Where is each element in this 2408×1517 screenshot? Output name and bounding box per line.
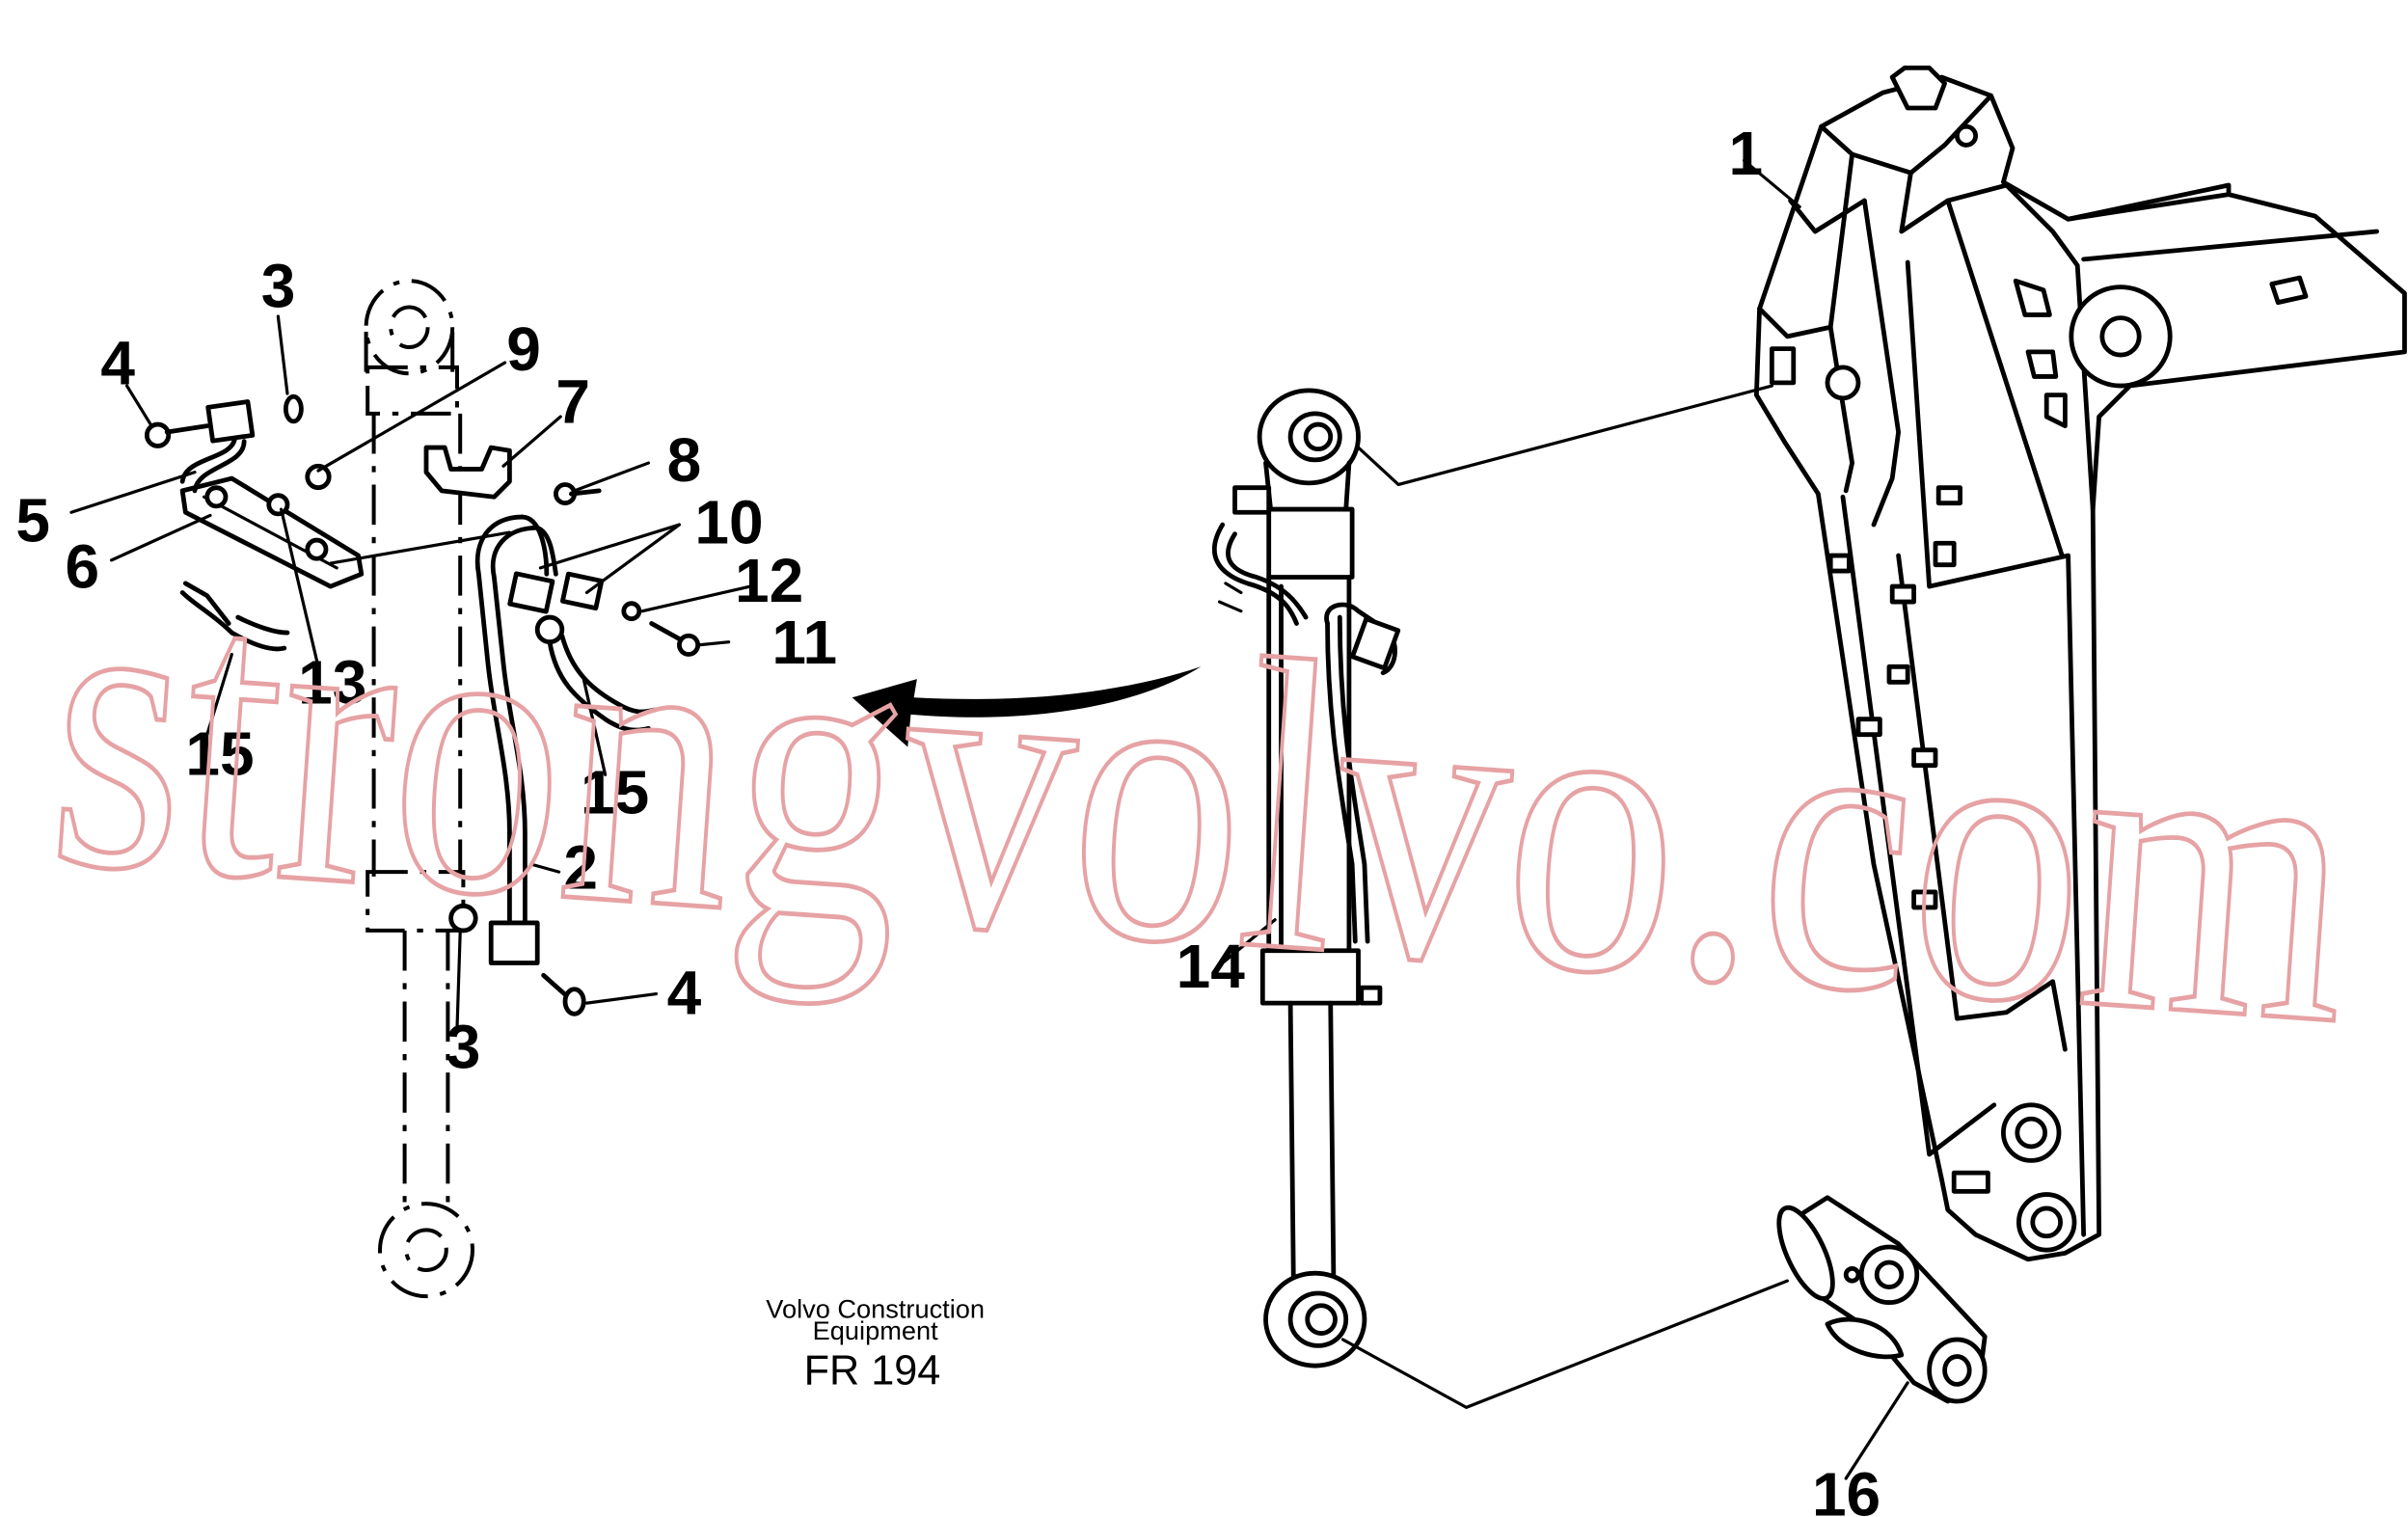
caption-line-2: Equipment (813, 1315, 938, 1345)
callout-12: 12 (735, 546, 803, 615)
boom-arm (1753, 66, 2407, 1262)
callout-16: 16 (1812, 1459, 1880, 1517)
callout-1: 1 (1729, 119, 1764, 188)
caption-line-1: Volvo Construction (766, 1294, 985, 1324)
connection-lines (1221, 158, 1909, 1480)
callout-9: 9 (506, 314, 541, 384)
callout-15-left: 15 (185, 718, 254, 788)
arrow-left-icon (852, 666, 1202, 747)
callout-2: 2 (563, 833, 598, 903)
callout-6: 6 (66, 532, 100, 602)
leader-lines-left (69, 314, 752, 1030)
callout-8: 8 (667, 425, 702, 495)
callout-3-top: 3 (261, 251, 296, 320)
callout-4-top: 4 (100, 328, 135, 397)
drawing-code: FR 194 (804, 1347, 941, 1394)
pipe-bracket-assembly (144, 393, 512, 652)
callout-15-right: 15 (581, 757, 649, 826)
callout-11: 11 (771, 608, 837, 677)
callout-13: 13 (298, 648, 366, 718)
drawing-caption: Volvo Construction Equipment FR 194 (766, 1294, 985, 1395)
callout-10: 10 (694, 487, 763, 556)
callout-3-bottom: 3 (446, 1012, 481, 1081)
callout-5: 5 (15, 486, 50, 555)
callout-numbers: 1 2 3 3 4 4 5 6 7 8 9 10 11 12 13 14 15 … (15, 119, 1880, 1517)
link-assembly (1776, 1195, 1988, 1404)
callout-4-bottom: 4 (667, 958, 702, 1027)
callout-7: 7 (555, 366, 590, 436)
hydraulic-cylinder (1211, 388, 1401, 1368)
callout-14: 14 (1177, 932, 1246, 1001)
